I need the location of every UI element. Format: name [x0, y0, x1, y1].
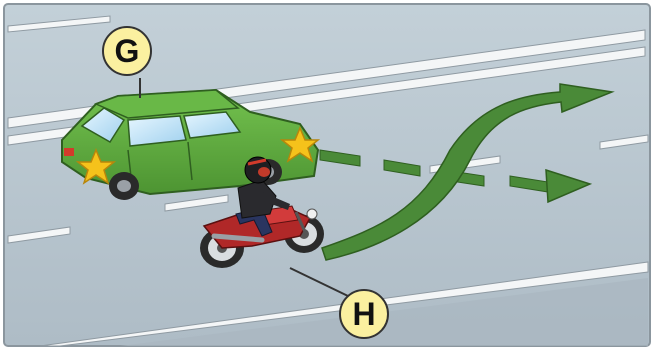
label-motorcycle-text: H — [352, 296, 375, 332]
label-car-text: G — [115, 33, 140, 69]
